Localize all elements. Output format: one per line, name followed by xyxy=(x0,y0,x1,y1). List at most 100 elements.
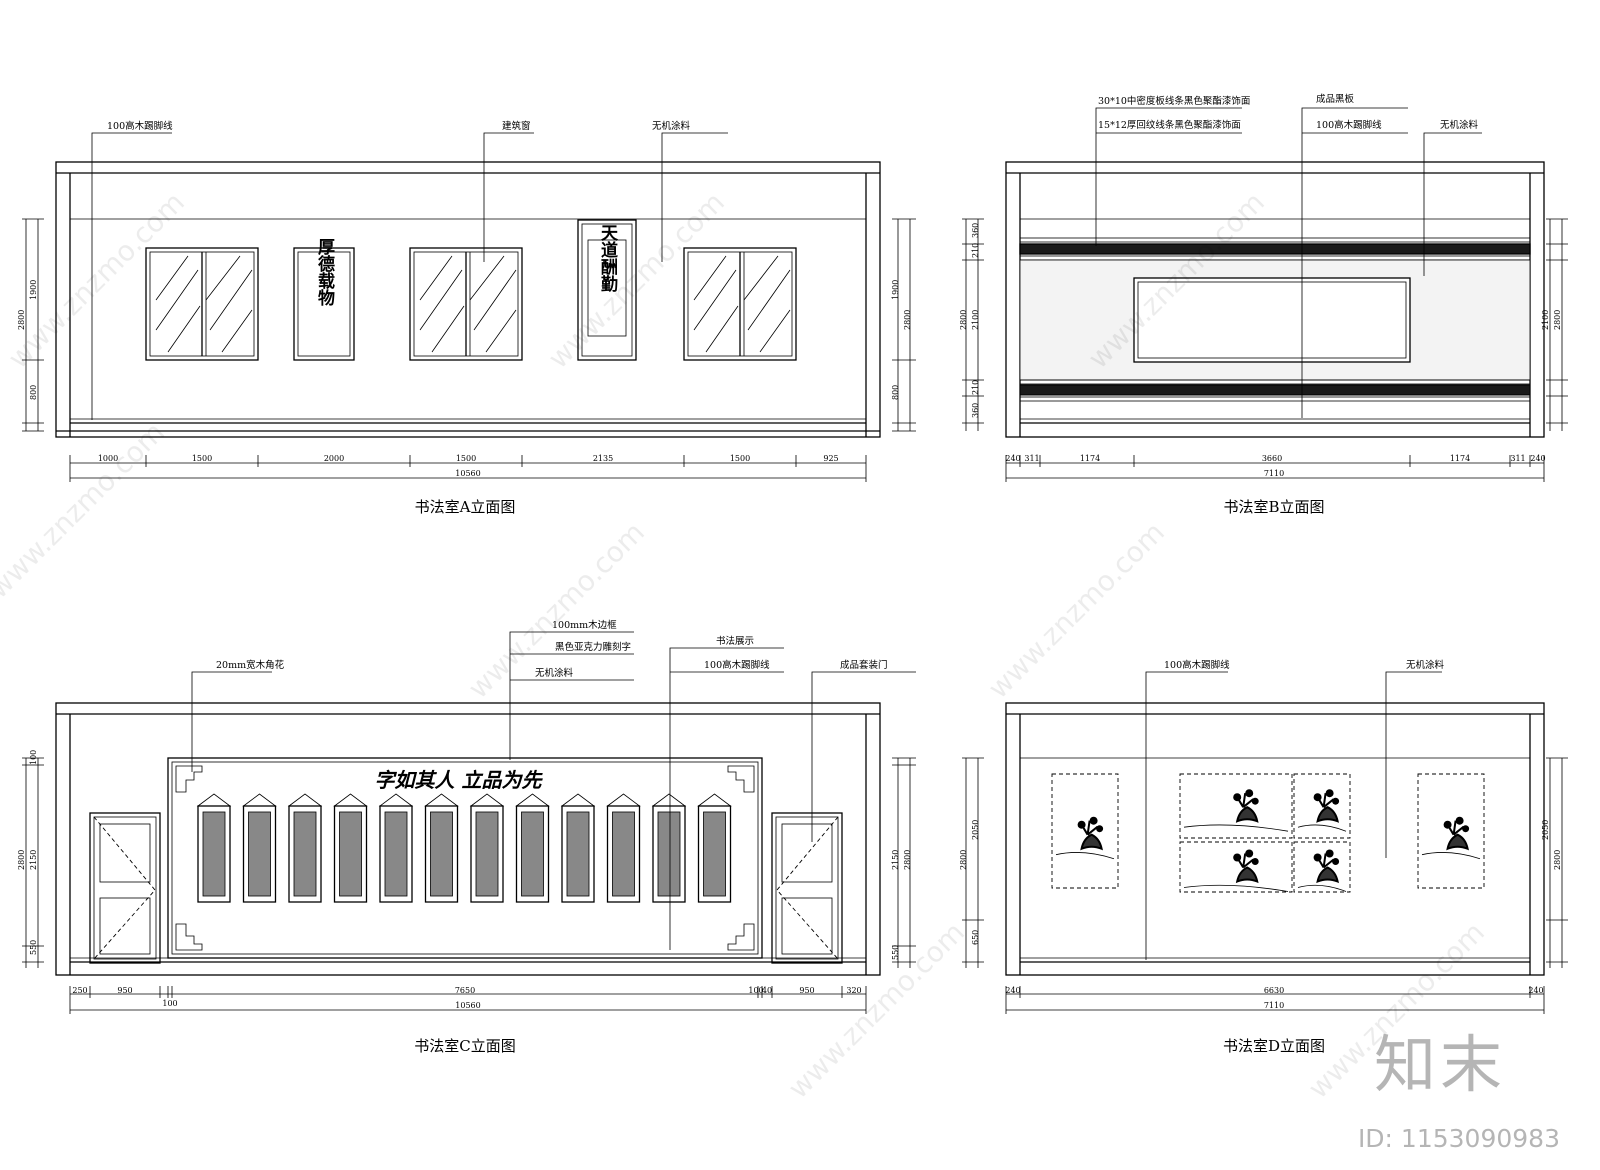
brand-logo: 知末 xyxy=(1373,1028,1506,1101)
dim-a-side-0: 1900 xyxy=(29,280,38,300)
calligraphy-board xyxy=(167,757,763,959)
wall-outline-a xyxy=(55,161,881,438)
label-d-0: 100高木踢脚线 xyxy=(1164,659,1230,671)
dim-c-height-right: 2800 xyxy=(903,850,912,870)
label-a-1: 建筑窗 xyxy=(502,120,531,132)
dim-c-side-0: 100 xyxy=(29,750,38,765)
art-frames xyxy=(1051,773,1485,893)
dim-c-side-2: 550 xyxy=(29,940,38,955)
scroll-panel xyxy=(196,793,232,903)
dim-b-side-1: 210 xyxy=(971,243,980,258)
scroll-panel xyxy=(515,793,550,903)
dim-b-3: 3660 xyxy=(1262,454,1282,463)
dim-d-side-1: 650 xyxy=(971,930,980,945)
scroll-panel xyxy=(651,793,687,903)
dim-b-4: 1174 xyxy=(1450,454,1470,463)
dim-d-0: 240 xyxy=(1005,986,1020,995)
elevation-d: 100高木踢脚线 无机涂料 240 6630 240 7110 2800 205… xyxy=(959,659,1568,1055)
dim-c-side-right-2: 550 xyxy=(891,945,900,960)
dim-c-side-1: 2150 xyxy=(29,850,38,870)
scroll-panel xyxy=(378,793,414,903)
title-b: 书法室B立面图 xyxy=(1223,498,1324,516)
art-frame xyxy=(1051,773,1119,889)
dim-d-height-left: 2800 xyxy=(959,850,968,870)
dim-c-6: 950 xyxy=(799,986,814,995)
art-frame xyxy=(1293,773,1351,839)
dim-c-side-right-1: 2150 xyxy=(891,850,900,870)
scroll-panel xyxy=(697,793,732,903)
dim-a-6: 925 xyxy=(823,454,838,463)
dim-c-5: 40 xyxy=(762,986,772,995)
dim-c-0: 250 xyxy=(72,986,87,995)
label-c-0: 100mm木边框 xyxy=(552,619,617,631)
label-d-1: 无机涂料 xyxy=(1406,659,1445,671)
corner-ornaments xyxy=(175,765,755,951)
dim-a-2: 2000 xyxy=(324,454,344,463)
dim-b-0: 240 xyxy=(1005,454,1020,463)
dim-b-height-left: 2800 xyxy=(959,310,968,330)
plaque-a2: 天道酬勤 xyxy=(577,219,637,361)
dim-c-3: 7650 xyxy=(455,986,475,995)
dim-c-4: 100 xyxy=(748,986,763,995)
dim-b-side-right-2: 2100 xyxy=(1541,310,1550,330)
scroll-panel xyxy=(606,793,641,903)
label-b-1: 15*12厚回纹线条黑色聚酯漆饰面 xyxy=(1098,119,1241,131)
label-b-0: 30*10中密度板线条黑色聚酯漆饰面 xyxy=(1098,95,1250,107)
window-a1 xyxy=(145,247,259,361)
window-a3 xyxy=(683,247,797,361)
dim-a-3: 1500 xyxy=(456,454,476,463)
scroll-panel xyxy=(242,793,277,903)
label-b-2: 成品黑板 xyxy=(1316,93,1355,105)
title-c: 书法室C立面图 xyxy=(414,1037,515,1055)
wall-outline-d xyxy=(1005,702,1545,976)
dim-d-side-0: 2050 xyxy=(971,820,980,840)
dim-b-2: 1174 xyxy=(1080,454,1100,463)
scroll-panel xyxy=(560,793,596,903)
dim-b-6: 240 xyxy=(1530,454,1545,463)
dim-c-7: 320 xyxy=(846,986,861,995)
elevation-b: 30*10中密度板线条黑色聚酯漆饰面 15*12厚回纹线条黑色聚酯漆饰面 成品黑… xyxy=(959,93,1568,516)
label-b-3: 100高木踢脚线 xyxy=(1316,119,1382,131)
art-frame xyxy=(1179,773,1293,839)
dim-a-side-right-1: 800 xyxy=(891,385,900,400)
title-d: 书法室D立面图 xyxy=(1223,1037,1325,1055)
fret-band-bottom xyxy=(1019,379,1531,402)
scroll-panel xyxy=(333,793,368,903)
dim-b-5: 311 xyxy=(1510,454,1525,463)
art-frame xyxy=(1179,841,1293,893)
image-id: ID: 1153090983 xyxy=(1357,1124,1560,1153)
label-c-2: 无机涂料 xyxy=(535,667,574,679)
motto: 字如其人 立品为先 xyxy=(375,768,544,792)
fret-band-top xyxy=(1019,237,1531,261)
door-left xyxy=(89,812,161,964)
blackboard xyxy=(1133,277,1411,363)
dim-a-5: 1500 xyxy=(730,454,750,463)
dim-c-1: 950 xyxy=(117,986,132,995)
dim-c-2: 100 xyxy=(162,999,177,1008)
dim-b-total: 7110 xyxy=(1264,469,1284,478)
dim-a-height-right: 2800 xyxy=(903,310,912,330)
watermark-4: www.znzmo.com xyxy=(0,416,171,605)
art-frame xyxy=(1417,773,1485,889)
dim-a-height-left: 2800 xyxy=(17,310,26,330)
elevation-a: 厚德载物 天道酬勤 100高木踢脚线 建筑窗 无机涂料 1000 1500 20… xyxy=(17,120,916,516)
door-right xyxy=(771,812,843,964)
dim-b-side-4: 360 xyxy=(971,403,980,418)
plaque-a1-char1: 厚德载物 xyxy=(314,238,335,306)
label-c-5: 20mm宽木角花 xyxy=(216,659,285,671)
label-b-4: 无机涂料 xyxy=(1440,119,1479,131)
label-a-2: 无机涂料 xyxy=(652,120,691,132)
label-c-6: 成品套装门 xyxy=(840,659,888,671)
watermark-6: www.znzmo.com xyxy=(982,516,1171,705)
dim-d-height-right: 2800 xyxy=(1553,850,1562,870)
dim-b-height-right: 2800 xyxy=(1553,310,1562,330)
dim-d-2: 240 xyxy=(1528,986,1543,995)
dim-a-4: 2135 xyxy=(593,454,613,463)
title-a: 书法室A立面图 xyxy=(415,498,516,516)
dim-a-total: 10560 xyxy=(455,469,480,478)
art-frame xyxy=(1293,841,1351,893)
scroll-panel xyxy=(424,793,459,903)
dim-d-total: 7110 xyxy=(1264,1001,1284,1010)
dim-c-total: 10560 xyxy=(455,1001,480,1010)
